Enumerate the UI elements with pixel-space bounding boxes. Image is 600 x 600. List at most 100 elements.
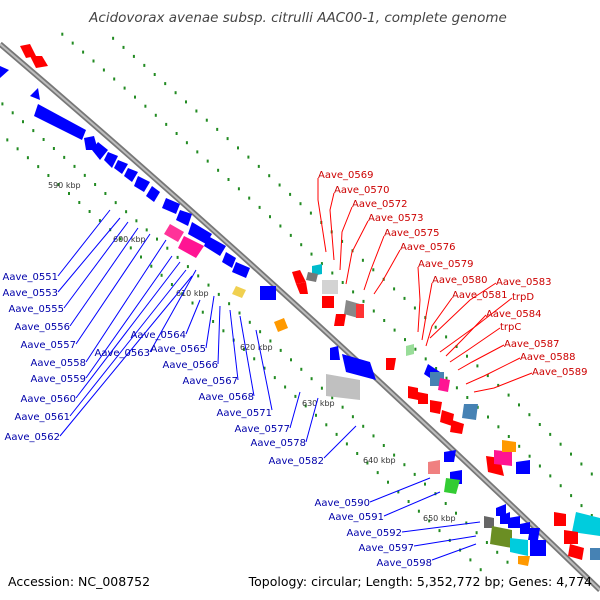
gene-box[interactable] xyxy=(438,378,450,392)
gene-label[interactable]: Aave_0590 xyxy=(315,498,371,509)
gene-arrow[interactable] xyxy=(104,152,118,168)
gene-label[interactable]: Aave_0566 xyxy=(163,360,219,371)
gene-label[interactable]: Aave_0584 xyxy=(486,309,542,320)
gene-label[interactable]: Aave_0579 xyxy=(418,259,474,270)
gene-arrow[interactable] xyxy=(84,136,98,150)
gene-box[interactable] xyxy=(306,272,318,282)
gene-arrow[interactable] xyxy=(386,358,396,370)
gene-label[interactable]: Aave_0591 xyxy=(329,512,385,523)
gene-box[interactable] xyxy=(518,556,530,566)
gene-arrow[interactable] xyxy=(564,530,578,544)
gene-arrow[interactable] xyxy=(34,104,86,140)
gene-arrow[interactable] xyxy=(134,176,150,192)
gene-arrow[interactable] xyxy=(188,222,212,244)
gene-box[interactable] xyxy=(494,450,512,466)
gene-box[interactable] xyxy=(590,548,600,560)
gene-label[interactable]: Aave_0582 xyxy=(269,456,325,467)
gene-arrow[interactable] xyxy=(342,354,376,380)
gene-box[interactable] xyxy=(312,264,322,276)
gene-box[interactable] xyxy=(232,286,246,298)
gene-arrow[interactable] xyxy=(292,270,306,284)
gene-label[interactable]: Aave_0565 xyxy=(151,344,207,355)
gene-label[interactable]: Aave_0556 xyxy=(15,322,71,333)
gene-label[interactable]: Aave_0567 xyxy=(183,376,239,387)
gene-box[interactable] xyxy=(572,512,600,536)
gene-arrow[interactable] xyxy=(222,252,236,268)
gene-arrow[interactable] xyxy=(330,346,340,360)
gene-arrow[interactable] xyxy=(528,528,540,540)
gene-arrow[interactable] xyxy=(30,88,40,100)
gene-label[interactable]: Aave_0555 xyxy=(9,304,65,315)
gene-arrow[interactable] xyxy=(450,420,464,434)
gene-label[interactable]: Aave_0583 xyxy=(496,277,552,288)
gene-arrow[interactable] xyxy=(176,210,192,226)
gene-label[interactable]: Aave_0563 xyxy=(95,348,151,359)
gene-arrow[interactable] xyxy=(30,56,48,68)
gene-box[interactable] xyxy=(444,478,460,494)
gene-label[interactable]: Aave_0553 xyxy=(3,288,59,299)
gene-arrow[interactable] xyxy=(114,160,128,174)
gene-box[interactable] xyxy=(428,460,440,474)
gene-label[interactable]: Aave_0568 xyxy=(199,392,255,403)
gene-label[interactable]: Aave_0573 xyxy=(368,213,424,224)
gene-label[interactable]: Aave_0578 xyxy=(251,438,307,449)
gene-label[interactable]: Aave_0575 xyxy=(384,228,440,239)
gene-label[interactable]: Aave_0558 xyxy=(31,358,87,369)
gene-arrow[interactable] xyxy=(162,198,180,214)
gene-arrow[interactable] xyxy=(496,504,506,516)
gene-arrow[interactable] xyxy=(0,66,9,78)
gene-box[interactable] xyxy=(322,280,338,294)
gene-label[interactable]: trpC xyxy=(500,322,521,333)
gene-arrow[interactable] xyxy=(408,386,418,400)
gene-arrow[interactable] xyxy=(500,512,510,524)
gene-label[interactable]: Aave_0577 xyxy=(235,424,291,435)
gene-label[interactable]: Aave_0598 xyxy=(377,558,433,569)
gene-box[interactable] xyxy=(406,344,414,356)
gene-arrow[interactable] xyxy=(124,168,138,182)
gene-label[interactable]: Aave_0589 xyxy=(532,367,588,378)
gene-box[interactable] xyxy=(356,304,364,318)
gene-label[interactable]: Aave_0570 xyxy=(334,185,390,196)
gene-arrow[interactable] xyxy=(444,450,456,462)
gene-arrow[interactable] xyxy=(92,142,108,160)
gene-label[interactable]: Aave_0562 xyxy=(5,432,61,443)
gene-label[interactable]: Aave_0564 xyxy=(131,330,187,341)
gene-arrow[interactable] xyxy=(508,516,520,528)
gene-box[interactable] xyxy=(510,538,528,556)
gene-arrow[interactable] xyxy=(440,410,454,426)
gene-label[interactable]: Aave_0559 xyxy=(31,374,87,385)
gene-box[interactable] xyxy=(490,526,512,548)
gene-box[interactable] xyxy=(164,224,184,242)
gene-arrow[interactable] xyxy=(334,314,346,326)
gene-arrow[interactable] xyxy=(520,522,530,534)
gene-arrow[interactable] xyxy=(322,296,334,308)
gene-label[interactable]: Aave_0561 xyxy=(15,412,71,423)
gene-arrow[interactable] xyxy=(418,392,428,404)
gene-label[interactable]: Aave_0569 xyxy=(318,170,374,181)
gene-box[interactable] xyxy=(178,236,204,258)
gene-label[interactable]: Aave_0592 xyxy=(347,528,403,539)
gene-label[interactable]: Aave_0551 xyxy=(3,272,59,283)
gene-label[interactable]: Aave_0588 xyxy=(520,352,576,363)
gene-box[interactable] xyxy=(502,440,516,452)
gene-arrow[interactable] xyxy=(430,400,442,414)
gene-arrow[interactable] xyxy=(554,512,566,526)
gene-arrow[interactable] xyxy=(260,286,276,300)
gene-label[interactable]: trpD xyxy=(512,292,534,303)
gene-label[interactable]: Aave_0572 xyxy=(352,199,408,210)
gene-arrow[interactable] xyxy=(146,186,160,202)
gene-box[interactable] xyxy=(462,404,478,420)
gene-box[interactable] xyxy=(326,374,360,400)
gene-label[interactable]: Aave_0557 xyxy=(21,340,77,351)
gene-arrow[interactable] xyxy=(516,460,530,474)
gene-arrow[interactable] xyxy=(20,44,36,58)
gene-label[interactable]: Aave_0571 xyxy=(217,408,273,419)
gene-arrow[interactable] xyxy=(296,282,308,294)
gene-box[interactable] xyxy=(484,516,494,528)
gene-label[interactable]: Aave_0560 xyxy=(21,394,77,405)
gene-arrow[interactable] xyxy=(232,262,250,278)
gene-label[interactable]: Aave_0580 xyxy=(432,275,488,286)
gene-label[interactable]: Aave_0587 xyxy=(504,339,560,350)
gene-arrow[interactable] xyxy=(530,540,546,556)
gene-label[interactable]: Aave_0576 xyxy=(400,242,456,253)
